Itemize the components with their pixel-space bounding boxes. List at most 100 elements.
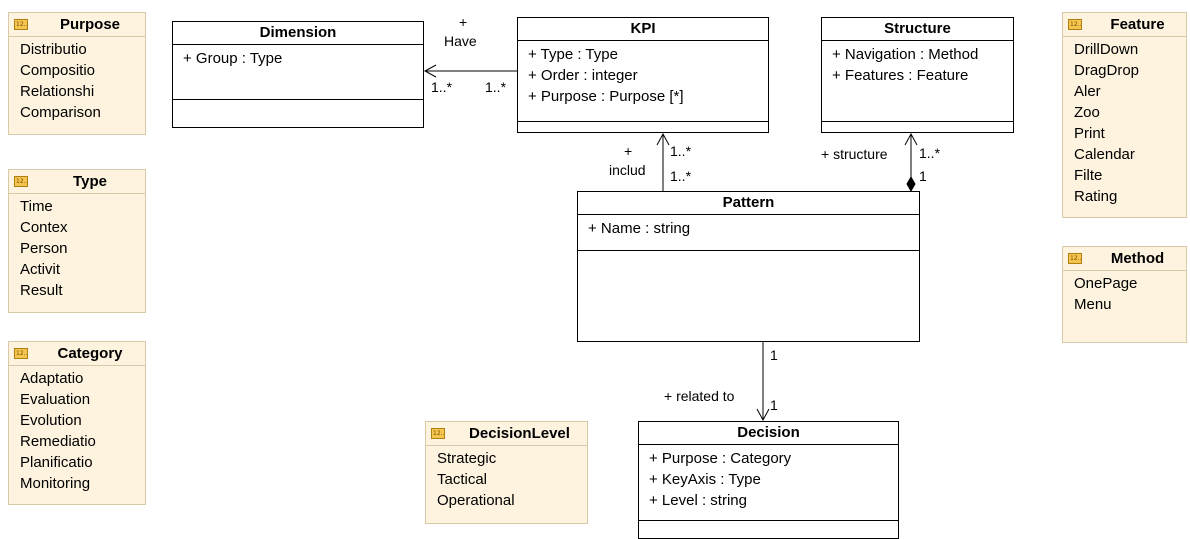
enum-decisionlevel[interactable]: 12... DecisionLevel Strategic Tactical O…: [425, 421, 588, 524]
enum-literal: Operational: [437, 492, 515, 509]
enum-literal: Evolution: [20, 412, 82, 429]
enum-type[interactable]: 12... Type Time Contex Person Activit Re…: [8, 169, 146, 313]
class-dimension-name: Dimension: [173, 22, 423, 45]
enum-literal: Comparison: [20, 104, 101, 121]
attribute: + Features : Feature: [832, 67, 969, 84]
enum-literal: Zoo: [1074, 104, 1100, 121]
enum-literal: Adaptatio: [20, 370, 84, 387]
enumeration-icon: 12...: [431, 428, 445, 439]
class-decision-name: Decision: [639, 422, 898, 445]
enum-literal: Strategic: [437, 450, 497, 467]
dimension-multiplicity: 1..*: [431, 79, 453, 95]
structure-end-multiplicity: 1..*: [919, 145, 941, 161]
structure-arrowhead-icon: [904, 132, 918, 146]
enum-purpose-name: Purpose: [59, 16, 120, 33]
attribute: + Type : Type: [528, 46, 618, 63]
enum-literal: Monitoring: [20, 475, 91, 492]
attribute: + KeyAxis : Type: [649, 471, 761, 488]
enum-purpose[interactable]: 12... Purpose Distributio Compositio Rel…: [8, 12, 146, 135]
enum-literal: Relationshi: [20, 83, 95, 100]
pattern-end-multiplicity: 1..*: [670, 168, 692, 184]
class-structure-name: Structure: [822, 18, 1013, 41]
decision-end-multiplicity: 1: [770, 397, 778, 413]
enum-literal: Filte: [1074, 167, 1103, 184]
enum-category-literals: Adaptatio Evaluation Evolution Remediati…: [9, 366, 145, 494]
class-dimension-attributes: + Group : Type: [173, 45, 423, 100]
class-dimension[interactable]: Dimension + Group : Type: [172, 21, 424, 128]
enumeration-icon: 12...: [14, 19, 28, 30]
have-role-label: Have: [444, 33, 477, 49]
attribute: + Purpose : Category: [649, 450, 792, 467]
class-decision-attributes: + Purpose : Category + KeyAxis : Type + …: [639, 445, 898, 521]
enum-decisionlevel-literals: Strategic Tactical Operational: [426, 446, 587, 511]
structure-role-label: + structure: [821, 146, 888, 162]
enum-literal: DragDrop: [1074, 62, 1140, 79]
enumeration-icon: 12...: [1068, 19, 1082, 30]
enum-literal: Menu: [1074, 296, 1112, 313]
related-role-label: + related to: [664, 388, 735, 404]
class-kpi-name: KPI: [518, 18, 768, 41]
enum-literal: Calendar: [1074, 146, 1135, 163]
attribute: + Order : integer: [528, 67, 638, 84]
class-structure[interactable]: Structure + Navigation : Method + Featur…: [821, 17, 1014, 133]
structure-pattern-multiplicity: 1: [919, 168, 927, 184]
enum-literal: Contex: [20, 219, 68, 236]
attribute: + Group : Type: [183, 50, 283, 67]
attribute: + Purpose : Purpose [*]: [528, 88, 684, 105]
enum-literal: Activit: [20, 261, 61, 278]
attribute: + Navigation : Method: [832, 46, 979, 63]
enum-purpose-literals: Distributio Compositio Relationshi Compa…: [9, 37, 145, 123]
enum-method[interactable]: 12... Method OnePage Menu: [1062, 246, 1187, 343]
class-decision[interactable]: Decision + Purpose : Category + KeyAxis …: [638, 421, 899, 539]
enum-feature-header: 12... Feature: [1063, 13, 1186, 37]
enum-category-header: 12... Category: [9, 342, 145, 366]
enum-method-literals: OnePage Menu: [1063, 271, 1186, 315]
enum-category-name: Category: [57, 345, 123, 362]
enum-literal: Aler: [1074, 83, 1101, 100]
related-arrowhead-icon: [756, 408, 770, 422]
have-arrowhead-icon: [423, 64, 437, 78]
class-pattern[interactable]: Pattern + Name : string: [577, 191, 920, 342]
enum-literal: Distributio: [20, 41, 87, 58]
enum-literal: Rating: [1074, 188, 1118, 205]
kpi-multiplicity: 1..*: [485, 79, 507, 95]
enum-literal: Remediatio: [20, 433, 96, 450]
attribute: + Level : string: [649, 492, 747, 509]
enum-category[interactable]: 12... Category Adaptatio Evaluation Evol…: [8, 341, 146, 505]
enum-feature-literals: DrillDown DragDrop Aler Zoo Print Calend…: [1063, 37, 1186, 207]
includ-arrowhead-icon: [656, 132, 670, 146]
enum-literal: Result: [20, 282, 63, 299]
class-pattern-name: Pattern: [578, 192, 919, 215]
enum-literal: Evaluation: [20, 391, 91, 408]
enum-feature[interactable]: 12... Feature DrillDown DragDrop Aler Zo…: [1062, 12, 1187, 218]
enum-type-literals: Time Contex Person Activit Result: [9, 194, 145, 301]
includ-role-plus: +: [624, 143, 633, 159]
have-role-plus: +: [459, 14, 468, 30]
composition-diamond-icon: [906, 175, 916, 193]
enum-literal: Compositio: [20, 62, 96, 79]
class-pattern-attributes: + Name : string: [578, 215, 919, 251]
enum-purpose-header: 12... Purpose: [9, 13, 145, 37]
enum-type-header: 12... Type: [9, 170, 145, 194]
enum-feature-name: Feature: [1110, 16, 1165, 33]
enum-decisionlevel-header: 12... DecisionLevel: [426, 422, 587, 446]
includ-role-label: includ: [609, 162, 646, 178]
class-structure-attributes: + Navigation : Method + Features : Featu…: [822, 41, 1013, 122]
kpi-end-multiplicity: 1..*: [670, 143, 692, 159]
enum-literal: Planificatio: [20, 454, 93, 471]
pattern-decision-multiplicity: 1: [770, 347, 778, 363]
enumeration-icon: 12...: [14, 348, 28, 359]
class-kpi[interactable]: KPI + Type : Type + Order : integer + Pu…: [517, 17, 769, 133]
attribute: + Name : string: [588, 220, 691, 237]
enum-decisionlevel-name: DecisionLevel: [469, 425, 570, 442]
enum-type-name: Type: [73, 173, 107, 190]
enum-method-name: Method: [1110, 250, 1165, 267]
enum-literal: Time: [20, 198, 53, 215]
enum-literal: Tactical: [437, 471, 488, 488]
enum-literal: Print: [1074, 125, 1105, 142]
enum-literal: OnePage: [1074, 275, 1138, 292]
enum-literal: Person: [20, 240, 68, 257]
enumeration-icon: 12...: [14, 176, 28, 187]
